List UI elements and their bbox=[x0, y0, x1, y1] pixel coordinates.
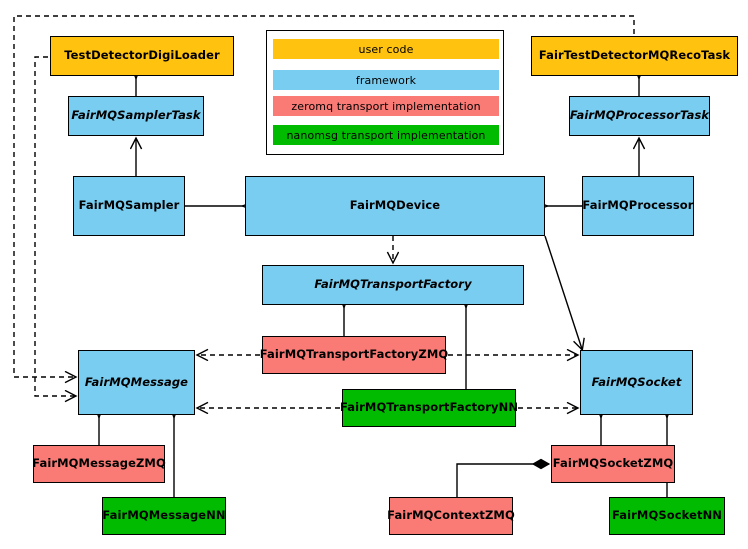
class-node-fairmqcontextzmq[interactable]: FairMQContextZMQ bbox=[387, 497, 515, 535]
class-node-testdetectordigiloader[interactable]: TestDetectorDigiLoader bbox=[50, 36, 234, 76]
class-node-fairmqsamplertask[interactable]: FairMQSamplerTask bbox=[68, 96, 204, 136]
edge-device-uses-socket bbox=[544, 235, 582, 349]
class-node-fairmqprocessor[interactable]: FairMQProcessor bbox=[582, 176, 694, 236]
legend-label-nanomsg: nanomsg transport implementation bbox=[286, 128, 486, 142]
color-legend: user code framework zeromq transport imp… bbox=[266, 30, 504, 155]
class-node-fairmqmessage[interactable]: FairMQMessage bbox=[78, 350, 195, 415]
legend-label-user-code: user code bbox=[358, 42, 414, 56]
class-label-fairmqtransportfactoryzmq: FairMQTransportFactoryZMQ bbox=[259, 347, 449, 362]
class-node-fairmqsocket[interactable]: FairMQSocket bbox=[580, 350, 693, 415]
class-node-fairmqmessagezmq[interactable]: FairMQMessageZMQ bbox=[32, 445, 166, 483]
class-label-fairmqsocketnn: FairMQSocketNN bbox=[611, 508, 723, 523]
legend-row-zeromq: zeromq transport implementation bbox=[273, 96, 499, 116]
class-label-fairmqsocket: FairMQSocket bbox=[591, 374, 682, 389]
class-label-fairmqmessagezmq: FairMQMessageZMQ bbox=[32, 456, 166, 471]
class-label-fairmqprocessortask: FairMQProcessorTask bbox=[569, 108, 710, 123]
legend-row-user-code: user code bbox=[273, 39, 499, 59]
class-node-fairmqsocketzmq[interactable]: FairMQSocketZMQ bbox=[551, 445, 675, 483]
class-label-fairmqmessage: FairMQMessage bbox=[84, 374, 189, 389]
class-node-fairtestdetectormqrecotask[interactable]: FairTestDetectorMQRecoTask bbox=[531, 36, 738, 76]
legend-label-zeromq: zeromq transport implementation bbox=[291, 99, 481, 113]
class-node-fairmqtransportfactorynn[interactable]: FairMQTransportFactoryNN bbox=[339, 389, 519, 427]
legend-row-nanomsg: nanomsg transport implementation bbox=[273, 125, 499, 145]
class-label-fairmqprocessor: FairMQProcessor bbox=[582, 198, 694, 213]
class-node-fairmqsocketnn[interactable]: FairMQSocketNN bbox=[609, 497, 725, 535]
legend-label-framework: framework bbox=[355, 73, 417, 87]
class-node-fairmqdevice[interactable]: FairMQDevice bbox=[245, 176, 545, 236]
class-node-fairmqtransportfactory[interactable]: FairMQTransportFactory bbox=[262, 265, 524, 305]
edge-socketzmq-composes-contextzmq bbox=[456, 464, 549, 497]
class-node-fairmqtransportfactoryzmq[interactable]: FairMQTransportFactoryZMQ bbox=[259, 336, 449, 374]
class-node-fairmqprocessortask[interactable]: FairMQProcessorTask bbox=[569, 96, 710, 136]
class-label-fairmqtransportfactorynn: FairMQTransportFactoryNN bbox=[339, 400, 519, 415]
class-label-fairmqsocketzmq: FairMQSocketZMQ bbox=[552, 456, 674, 471]
class-node-fairmqmessagenn[interactable]: FairMQMessageNN bbox=[102, 497, 226, 535]
class-label-fairmqtransportfactory: FairMQTransportFactory bbox=[314, 277, 472, 292]
class-node-fairmqsampler[interactable]: FairMQSampler bbox=[73, 176, 185, 236]
class-label-fairmqsampler: FairMQSampler bbox=[78, 198, 180, 213]
class-label-fairmqdevice: FairMQDevice bbox=[349, 198, 441, 213]
class-label-fairmqcontextzmq: FairMQContextZMQ bbox=[387, 508, 515, 523]
class-label-testdetectordigiloader: TestDetectorDigiLoader bbox=[64, 48, 220, 63]
class-label-fairmqmessagenn: FairMQMessageNN bbox=[102, 508, 226, 523]
class-label-fairmqsamplertask: FairMQSamplerTask bbox=[71, 108, 201, 123]
class-label-fairtestdetectormqrecotask: FairTestDetectorMQRecoTask bbox=[538, 48, 731, 63]
legend-row-framework: framework bbox=[273, 70, 499, 90]
